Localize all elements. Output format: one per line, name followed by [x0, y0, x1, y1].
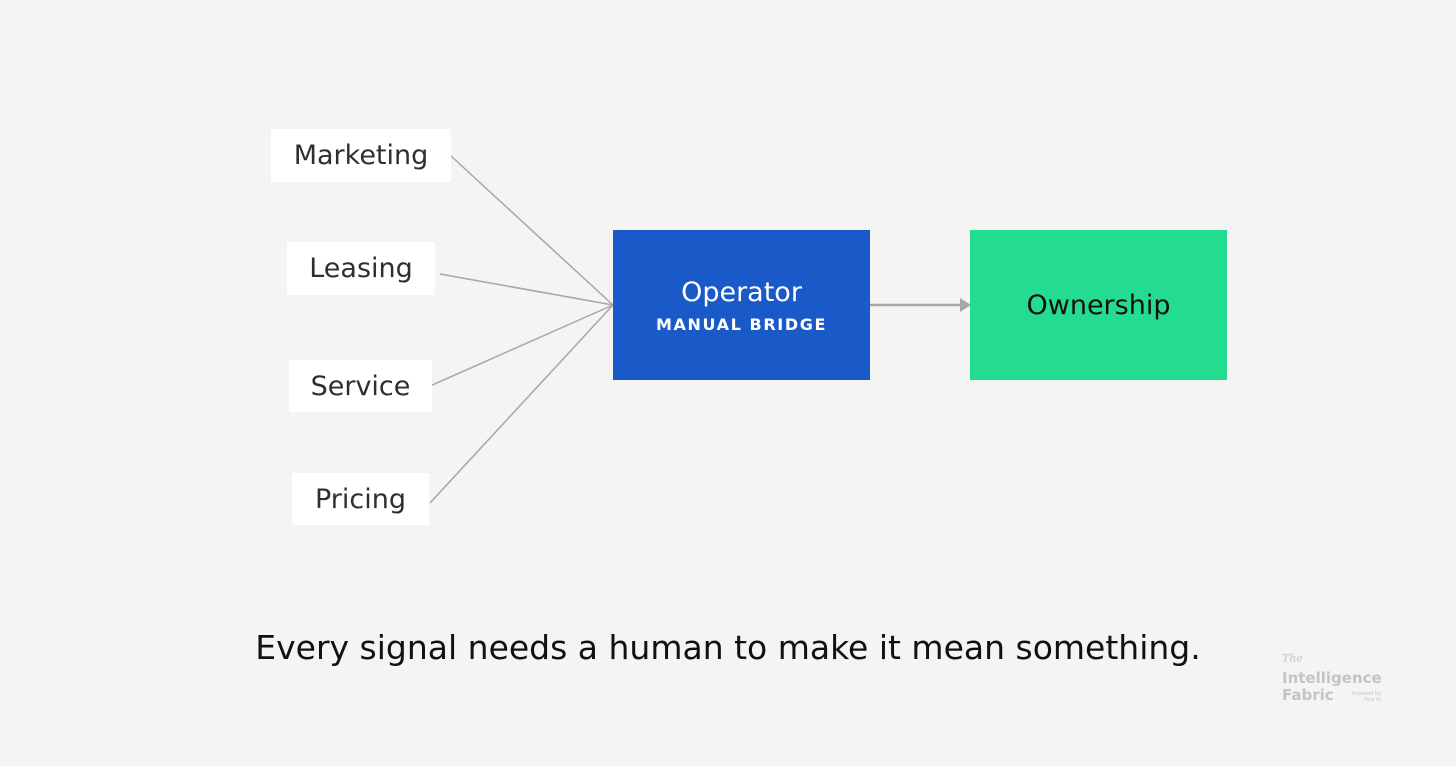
operator-title: Operator	[681, 276, 802, 308]
source-node-marketing: Marketing	[271, 129, 451, 182]
logo-line-2: Fabric	[1282, 686, 1334, 704]
diagram-caption: Every signal needs a human to make it me…	[255, 628, 1201, 667]
source-label-marketing: Marketing	[293, 140, 429, 171]
logo-mark-line-1: Powered by	[1352, 691, 1381, 697]
logo-powered-by: Powered by Fero AI	[1351, 691, 1381, 703]
edge-service-operator	[429, 304, 614, 387]
source-label-leasing: Leasing	[309, 253, 413, 284]
brand-logo: The Intelligence Fabric Powered by Fero …	[1282, 652, 1392, 708]
operator-subtitle: MANUAL BRIDGE	[656, 314, 827, 334]
source-label-pricing: Pricing	[314, 483, 406, 515]
source-node-leasing: Leasing	[287, 242, 435, 295]
edge-pricing-operator	[429, 304, 614, 504]
operator-node: Operator MANUAL BRIDGE	[613, 230, 870, 380]
ownership-label: Ownership	[1026, 289, 1171, 321]
arrowhead	[960, 298, 971, 312]
source-node-pricing: Pricing	[292, 473, 429, 525]
logo-prefix: The	[1282, 652, 1303, 665]
source-node-service: Service	[289, 360, 432, 412]
ownership-node: Ownership	[970, 230, 1227, 380]
logo-mark-line-2: Fero AI	[1363, 697, 1381, 703]
source-label-service: Service	[310, 370, 411, 402]
edge-leasing-operator	[439, 273, 614, 306]
logo-line-1: Intelligence	[1282, 669, 1382, 687]
edge-marketing-operator	[450, 155, 614, 306]
